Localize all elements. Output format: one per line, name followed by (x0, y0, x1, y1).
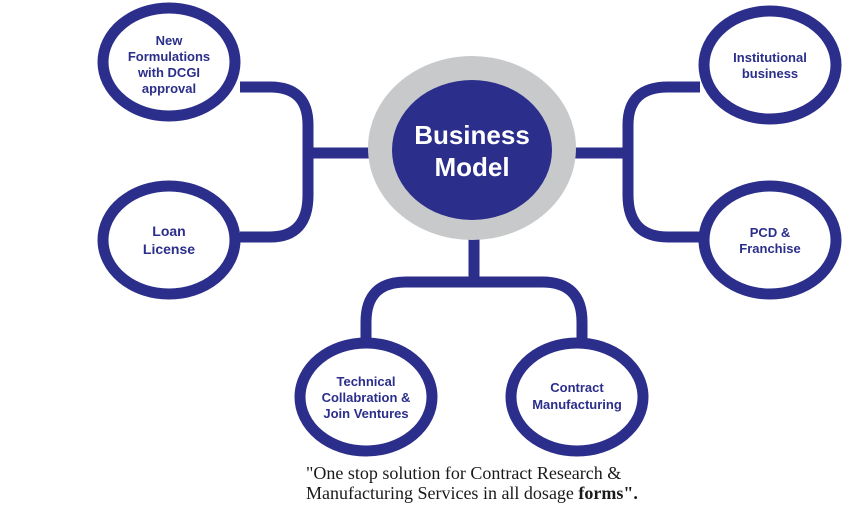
node-institutional-line2: business (742, 66, 798, 81)
node-contract-line2: Manufacturing (532, 397, 622, 412)
node-new-formulations-line1: New (156, 33, 184, 48)
node-technical-line3: Join Ventures (323, 406, 408, 421)
node-new-formulations-line4: approval (142, 81, 196, 96)
node-new-formulations-line2: Formulations (128, 49, 210, 64)
node-contract-ring (505, 337, 649, 457)
center-title-line2: Model (434, 152, 509, 182)
connector-lines (240, 81, 700, 350)
tagline-line1: "One stop solution for Contract Research… (306, 463, 622, 483)
right-connector (574, 81, 700, 243)
center-core (392, 80, 552, 220)
node-loan-license: Loan License (97, 180, 241, 300)
node-institutional-ring (698, 5, 842, 125)
node-pcd-franchise-ring (698, 180, 842, 300)
node-loan-license-line2: License (143, 241, 195, 257)
node-new-formulations: New Formulations with DCGI approval (97, 2, 241, 122)
center-node: Business Model (368, 56, 576, 240)
node-loan-license-line1: Loan (152, 223, 185, 239)
tagline-line2-bold: forms". (578, 483, 638, 503)
node-contract-line1: Contract (550, 380, 604, 395)
node-technical-collaboration: Technical Collabration & Join Ventures (294, 337, 438, 457)
center-title-line1: Business (414, 120, 530, 150)
node-institutional: Institutional business (698, 5, 842, 125)
node-pcd-franchise-line1: PCD & (750, 225, 790, 240)
tagline-line2: Manufacturing Services in all dosage for… (306, 483, 826, 503)
tagline: "One stop solution for Contract Research… (306, 463, 826, 503)
node-institutional-line1: Institutional (733, 50, 807, 65)
tagline-line2-main: Manufacturing Services in all dosage (306, 483, 579, 503)
node-technical-line1: Technical (336, 374, 395, 389)
node-new-formulations-line3: with DCGI (137, 65, 200, 80)
node-technical-line2: Collabration & (322, 390, 411, 405)
node-loan-license-ring (97, 180, 241, 300)
node-pcd-franchise-line2: Franchise (739, 241, 800, 256)
node-pcd-franchise: PCD & Franchise (698, 180, 842, 300)
bottom-connector (360, 238, 588, 350)
node-technical-ring (294, 337, 438, 457)
node-new-formulations-ring (97, 2, 241, 122)
node-contract-manufacturing: Contract Manufacturing (505, 337, 649, 457)
left-connector (240, 81, 372, 243)
